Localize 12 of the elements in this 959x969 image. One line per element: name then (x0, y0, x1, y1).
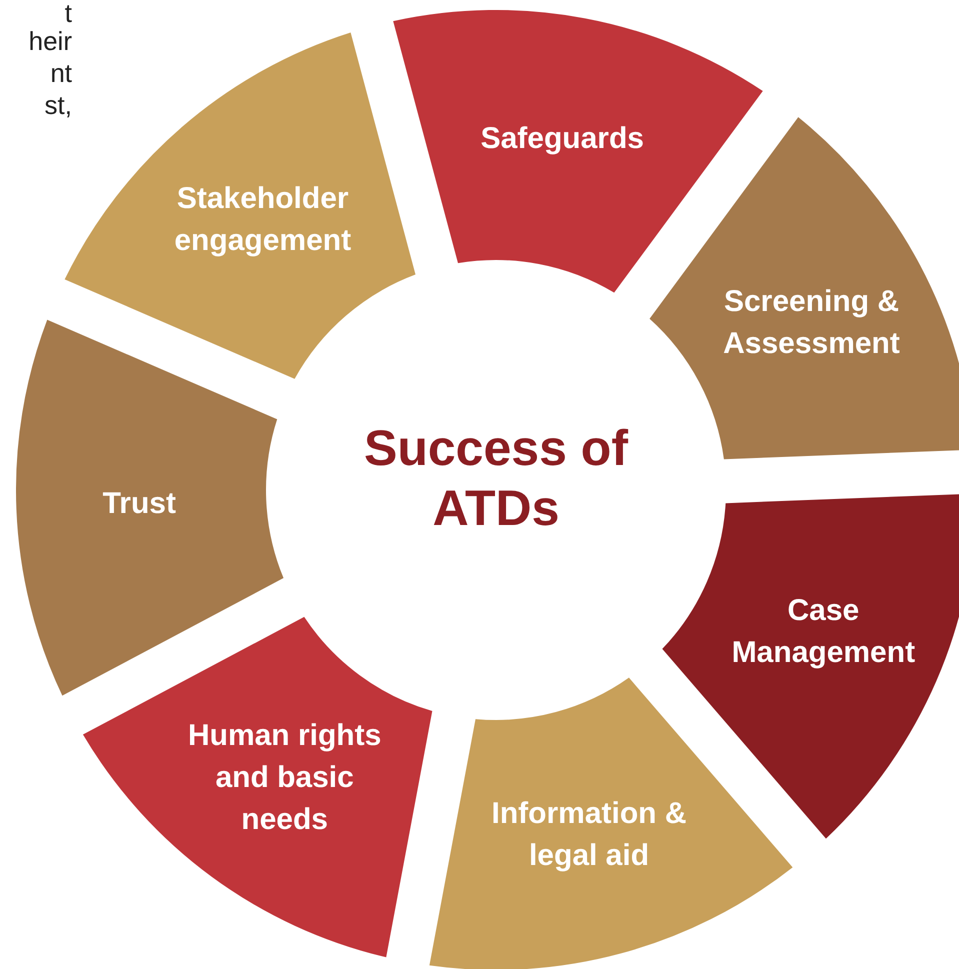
text-fragment: st, (44, 90, 72, 120)
segment-label: Human rights and basic needs (186, 718, 382, 838)
center-title: Success of ATDs (362, 419, 630, 538)
segment-label: Safeguards (480, 121, 645, 158)
text-fragment: nt (50, 58, 72, 88)
segment-label: Case Management (730, 593, 916, 672)
text-fragment: t (64, 0, 72, 28)
segment-label: Trust (102, 486, 177, 522)
segment-label: Information & legal aid (490, 796, 688, 874)
text-fragment: heir (28, 26, 72, 56)
segment-label: Screening & Assessment (722, 284, 901, 362)
segment-label: Stakeholder engagement (173, 180, 352, 259)
